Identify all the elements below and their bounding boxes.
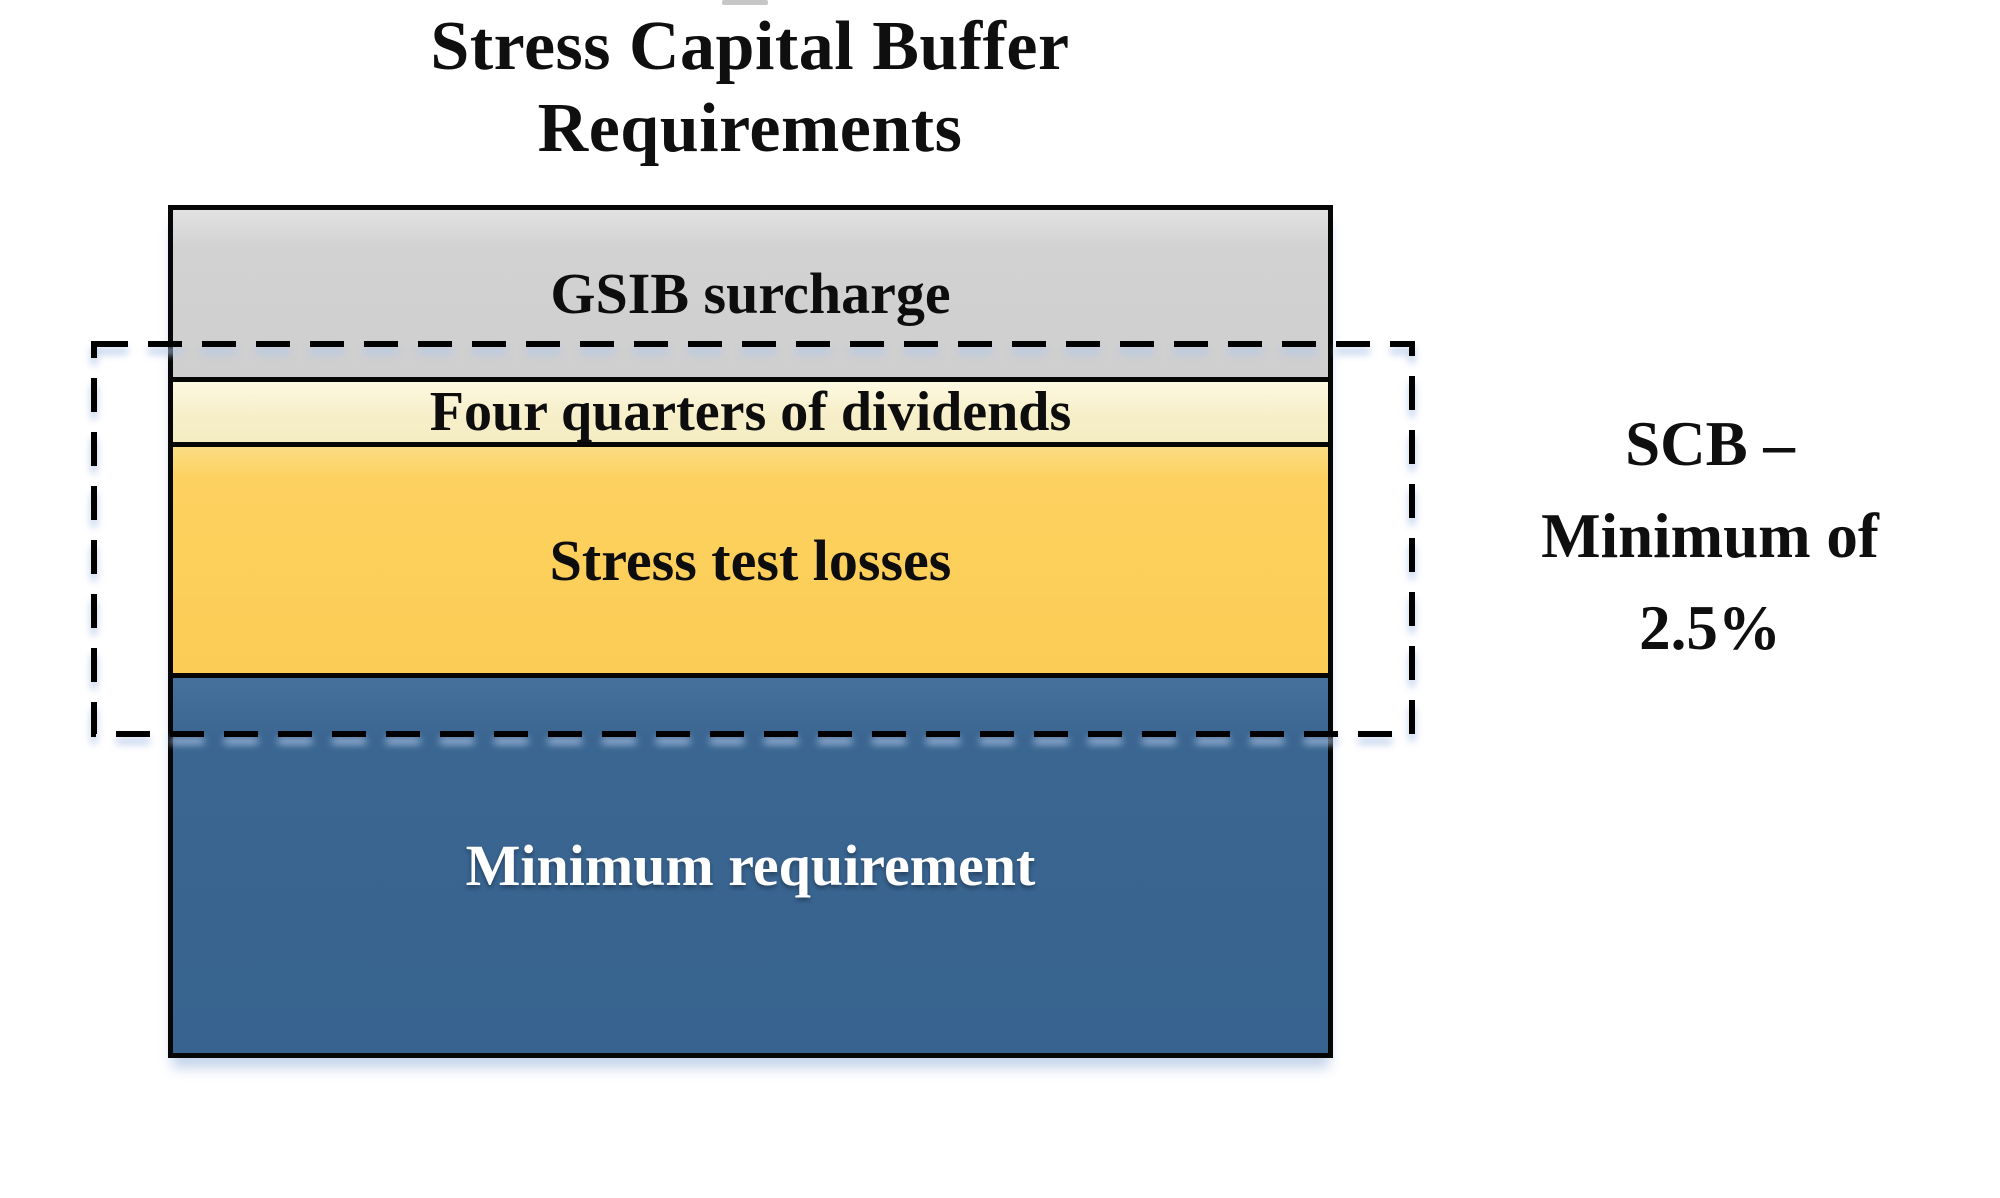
scb-annotation-line-1: SCB – xyxy=(1625,409,1795,479)
title-line-2: Requirements xyxy=(537,90,963,167)
segment-minimum-requirement: Minimum requirement xyxy=(168,673,1333,1058)
segment-gsib-surcharge: GSIB surcharge xyxy=(168,205,1333,382)
segment-four-quarters-dividends: Four quarters of dividends xyxy=(168,377,1333,447)
capital-requirements-stack: GSIB surcharge Four quarters of dividend… xyxy=(168,205,1333,1058)
title-line-1: Stress Capital Buffer xyxy=(430,8,1070,85)
segment-gsib-surcharge-label: GSIB surcharge xyxy=(550,261,951,326)
scb-annotation-line-3: 2.5% xyxy=(1639,593,1781,663)
scb-annotation-line-2: Minimum of xyxy=(1541,501,1879,571)
segment-stress-test-losses-label: Stress test losses xyxy=(549,527,952,593)
segment-minimum-requirement-label: Minimum requirement xyxy=(465,833,1036,898)
segment-four-quarters-dividends-label: Four quarters of dividends xyxy=(429,381,1072,443)
top-crop-artifact-mark xyxy=(722,0,768,5)
segment-stress-test-losses: Stress test losses xyxy=(168,442,1333,678)
scb-annotation: SCB – Minimum of 2.5% xyxy=(1440,398,1980,674)
diagram-title: Stress Capital Buffer Requirements xyxy=(300,6,1200,170)
